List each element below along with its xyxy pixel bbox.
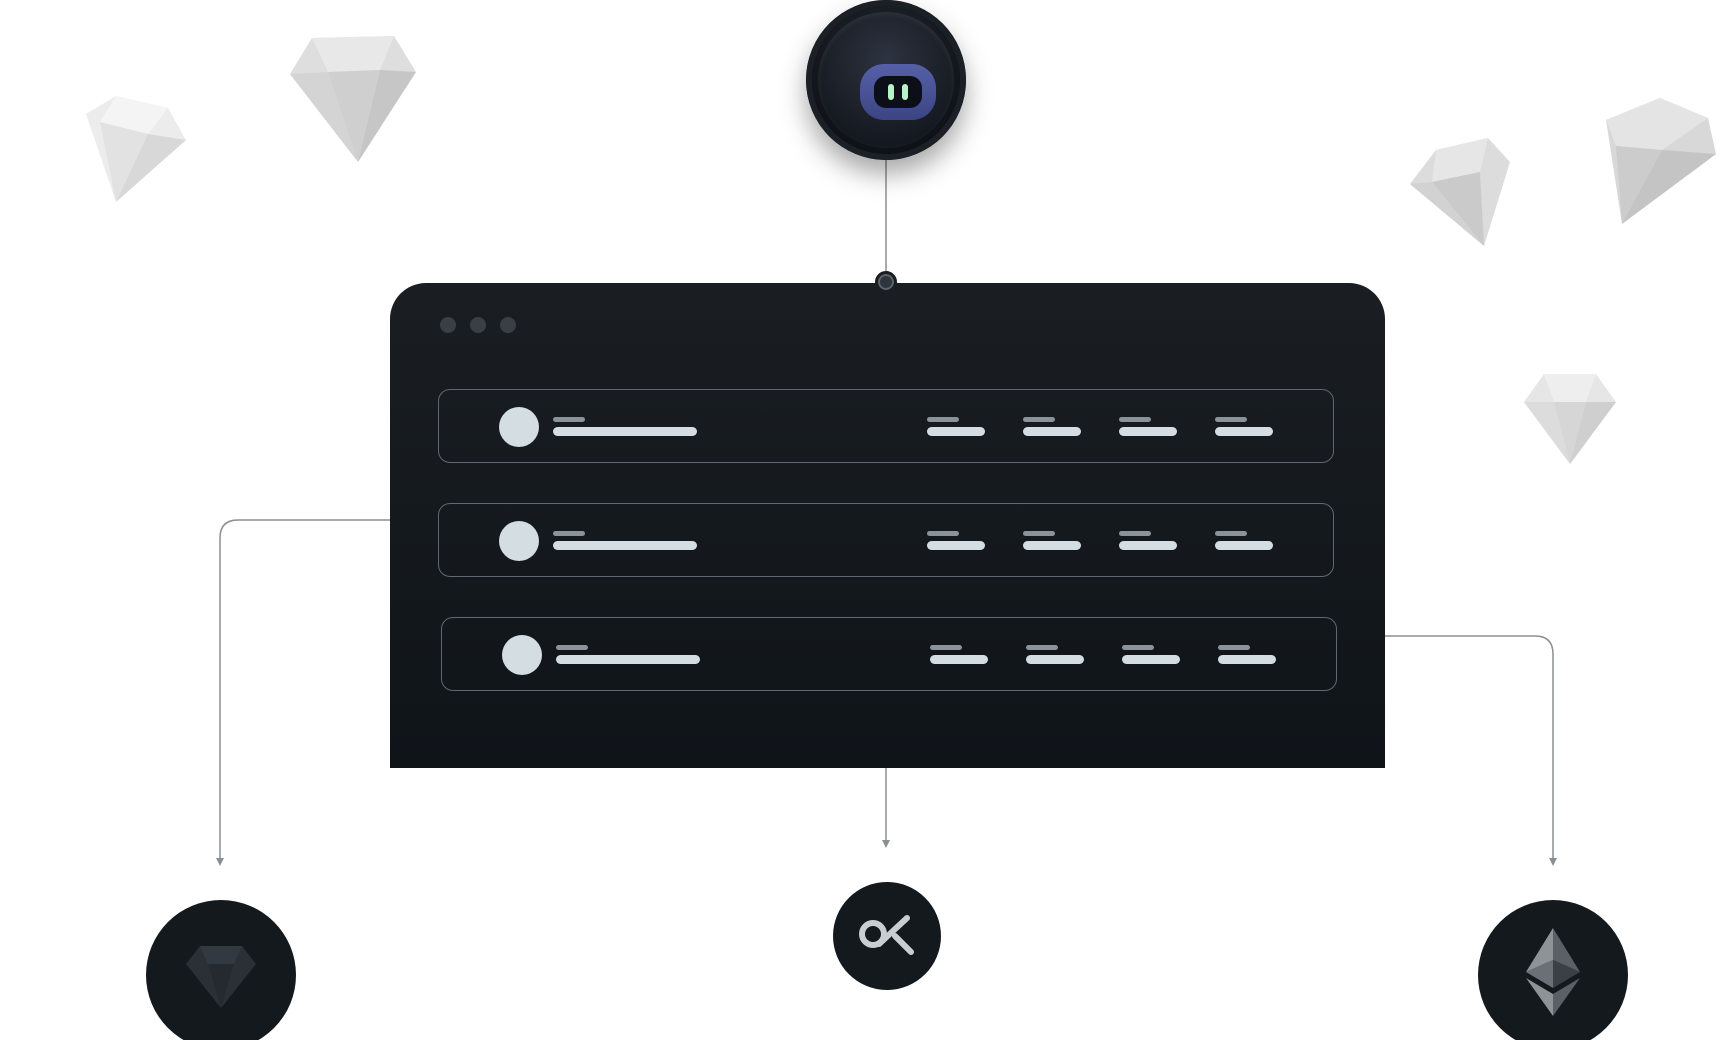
column-value-placeholder [1023, 541, 1081, 550]
output-ethereum [1478, 900, 1628, 1040]
gem-icon [290, 36, 416, 162]
column-value-placeholder [927, 427, 985, 436]
label-placeholder [553, 531, 585, 536]
column-value-placeholder [1119, 541, 1177, 550]
column-label-placeholder [1023, 531, 1055, 536]
robot-eye-right [902, 84, 908, 100]
hub-node [806, 0, 966, 160]
column-value-placeholder [927, 541, 985, 550]
column-label-placeholder [927, 531, 959, 536]
gem-icon [86, 96, 186, 202]
arrowhead-left [216, 858, 224, 866]
arrowhead-bottom [882, 840, 890, 848]
column-value-placeholder [930, 655, 988, 664]
column-label-placeholder [1026, 645, 1058, 650]
list-row [441, 617, 1337, 691]
column-value-placeholder [1122, 655, 1180, 664]
gem-icon [1410, 138, 1510, 246]
column-label-placeholder [1215, 417, 1247, 422]
diamond-icon [186, 946, 256, 1008]
window-dot [470, 317, 486, 333]
arrowhead-right [1549, 858, 1557, 866]
column-value-placeholder [1218, 655, 1276, 664]
gem-icon [1524, 374, 1616, 464]
avatar-placeholder [502, 635, 542, 675]
robot-icon [860, 64, 936, 120]
ckb-logo-icon [859, 915, 914, 955]
column-value-placeholder [1215, 541, 1273, 550]
column-value-placeholder [1026, 655, 1084, 664]
label-placeholder [556, 645, 588, 650]
ethereum-icon [1526, 928, 1580, 1016]
column-label-placeholder [930, 645, 962, 650]
avatar-placeholder [499, 521, 539, 561]
column-value-placeholder [1119, 427, 1177, 436]
title-placeholder [553, 427, 697, 436]
connector-node [875, 271, 897, 293]
list-row [438, 503, 1334, 577]
output-ckb [833, 882, 941, 990]
window-dot [440, 317, 456, 333]
output-diamond [146, 900, 296, 1040]
column-label-placeholder [1215, 531, 1247, 536]
column-label-placeholder [1023, 417, 1055, 422]
column-label-placeholder [1119, 417, 1151, 422]
column-value-placeholder [1215, 427, 1273, 436]
column-label-placeholder [927, 417, 959, 422]
avatar-placeholder [499, 407, 539, 447]
app-window [390, 283, 1385, 768]
title-placeholder [556, 655, 700, 664]
list-row [438, 389, 1334, 463]
connector-right [1335, 635, 1554, 860]
gem-icon [1606, 98, 1716, 224]
window-dot [500, 317, 516, 333]
label-placeholder [553, 417, 585, 422]
connector-left [219, 519, 420, 860]
column-label-placeholder [1218, 645, 1250, 650]
hub-inner [818, 12, 954, 148]
column-label-placeholder [1119, 531, 1151, 536]
title-placeholder [553, 541, 697, 550]
robot-eye-left [888, 84, 894, 100]
column-value-placeholder [1023, 427, 1081, 436]
robot-visor [874, 76, 922, 108]
column-label-placeholder [1122, 645, 1154, 650]
